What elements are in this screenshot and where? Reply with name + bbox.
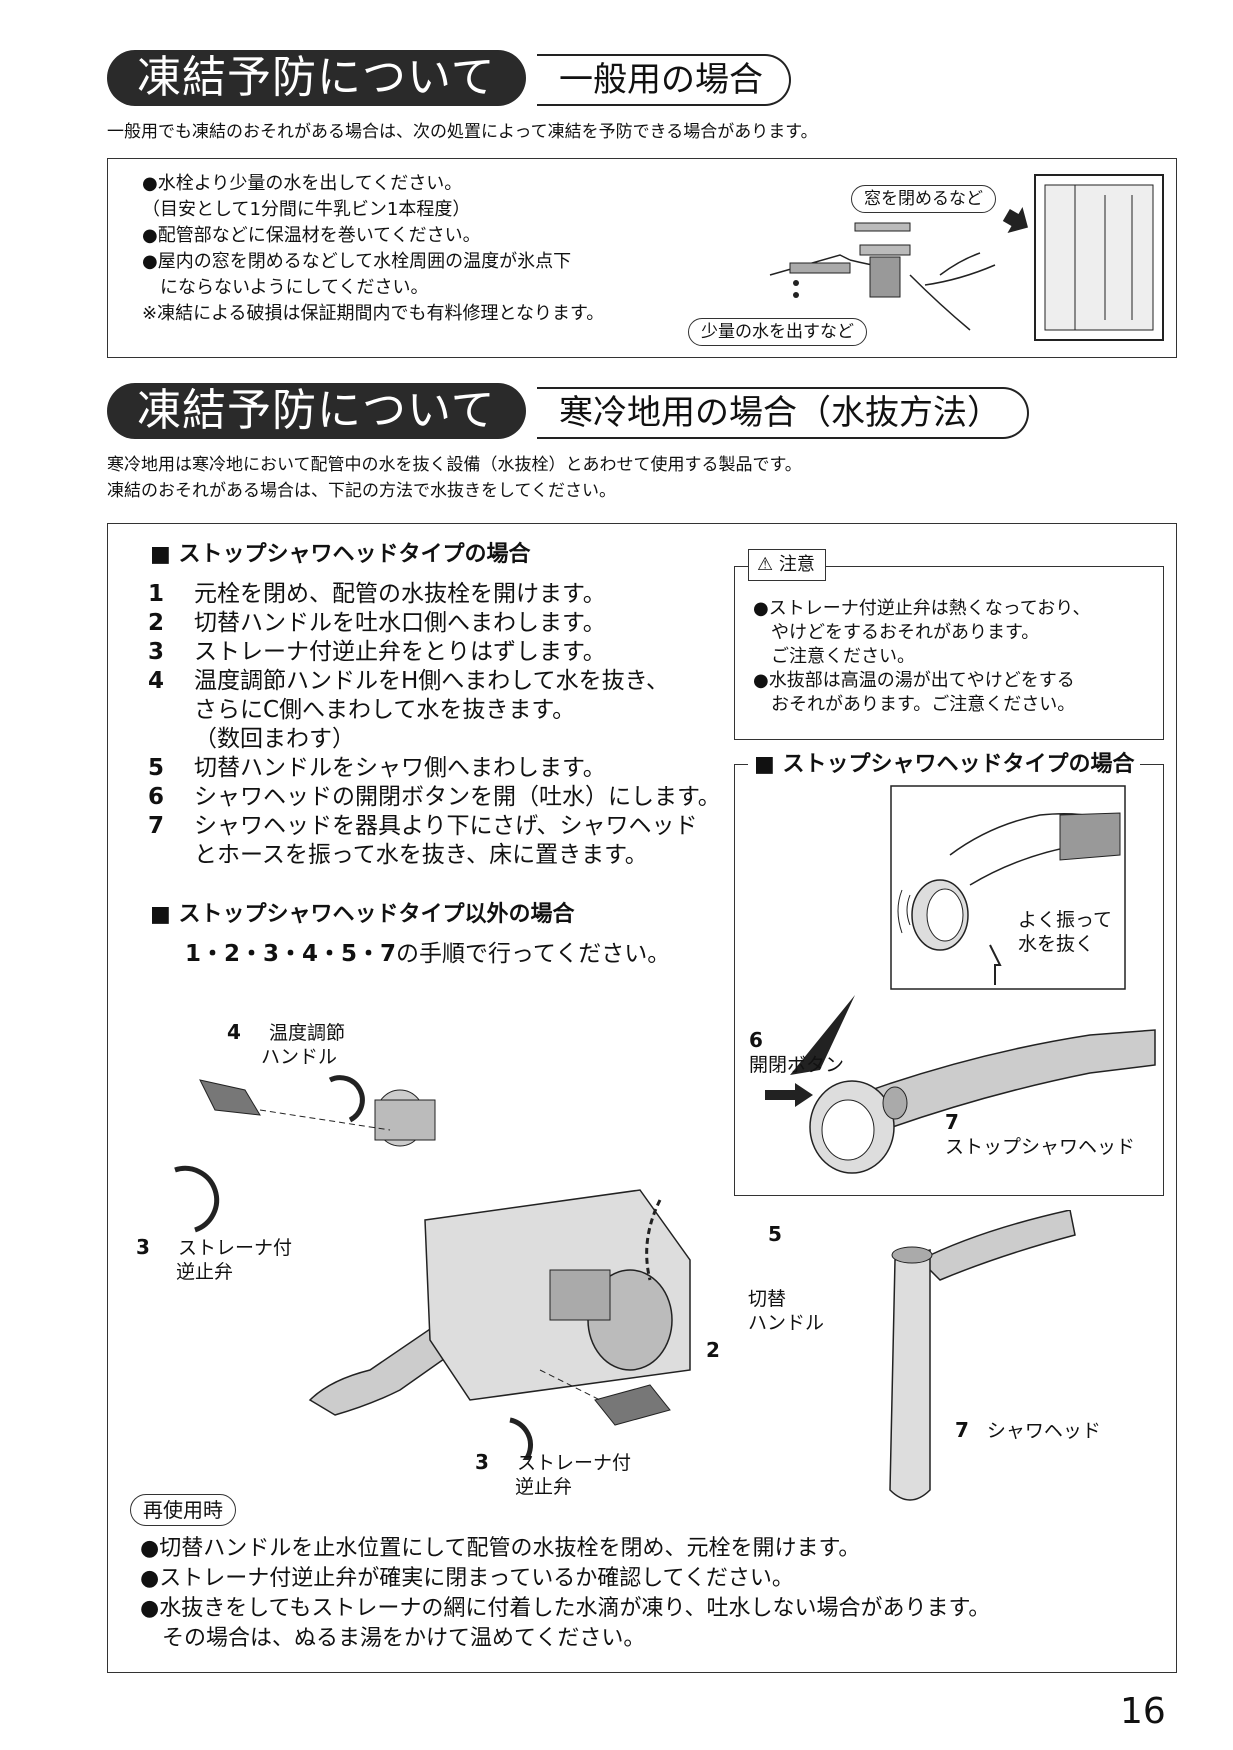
tag-small-water: 少量の水を出すなど bbox=[688, 318, 867, 346]
shower-head-floor-illustration bbox=[889, 1210, 1076, 1501]
step-item: とホースを振って水を抜き、床に置きます。 bbox=[194, 842, 648, 868]
caution-line: ●水抜部は高温の湯が出てやけどをする bbox=[753, 670, 1075, 691]
section1-intro: 一般用でも凍結のおそれがある場合は、次の処置によって凍結を予防できる場合がありま… bbox=[107, 122, 818, 142]
shake-label: よく振って 水を抜く bbox=[1018, 909, 1113, 955]
reuse-line: その場合は、ぬるま湯をかけて温めてください。 bbox=[140, 1626, 646, 1651]
section1-title: 凍結予防について bbox=[107, 50, 526, 106]
reuse-line: ●切替ハンドルを止水位置にして配管の水抜栓を閉め、元栓を開けます。 bbox=[140, 1536, 861, 1561]
faucet-illustration bbox=[174, 1075, 691, 1460]
label-open-close-button: 6 開閉ボタン bbox=[749, 1028, 845, 1076]
step-item: （数回まわす） bbox=[194, 726, 355, 752]
section1-box-text: ●水栓より少量の水を出してください。 （目安として1分間に牛乳ビン1本程度） ●… bbox=[142, 171, 604, 327]
section1-subtitle: 一般用の場合 bbox=[537, 54, 791, 106]
caution-tag: ⚠ 注意 bbox=[748, 549, 826, 581]
label-switch-handle: 切替 ハンドル bbox=[748, 1288, 825, 1334]
section1-box: ●水栓より少量の水を出してください。 （目安として1分間に牛乳ビン1本程度） ●… bbox=[107, 158, 1177, 358]
shake-inset-illustration bbox=[890, 785, 1126, 990]
label-stop-shower-head: 7 ストップシャワヘッド bbox=[945, 1110, 1136, 1158]
label-step-2: 2 bbox=[706, 1338, 720, 1362]
intro-line: 凍結のおそれがある場合は、下記の方法で水抜きをしてください。 bbox=[107, 481, 616, 501]
label-step-5: 5 bbox=[768, 1222, 782, 1246]
caution-line: おそれがあります。ご注意ください。 bbox=[753, 694, 1076, 715]
caution-text: ●ストレーナ付逆止弁は熱くなっており、 やけどをするおそれがあります。 ご注意く… bbox=[753, 597, 1091, 717]
other-type-steps: 1・2・3・4・5・7の手順で行ってください。 bbox=[185, 941, 671, 967]
caution-line: ご注意ください。 bbox=[753, 646, 915, 667]
right-panel-heading: ■ ストップシャワヘッドタイプの場合 bbox=[748, 750, 1141, 780]
caution-line: やけどをするおそれがあります。 bbox=[753, 622, 1040, 643]
label-temperature-handle: 4 温度調節 ハンドル bbox=[227, 1020, 345, 1068]
step-item: さらにC側へまわして水を抜きます。 bbox=[194, 697, 576, 723]
caution-box: ●ストレーナ付逆止弁は熱くなっており、 やけどをするおそれがあります。 ご注意く… bbox=[734, 566, 1164, 740]
box-line: ●水栓より少量の水を出してください。 bbox=[142, 173, 463, 194]
reuse-line: ●ストレーナ付逆止弁が確実に閉まっているか確認してください。 bbox=[140, 1566, 794, 1591]
reuse-tag: 再使用時 bbox=[130, 1494, 236, 1526]
faucet-window-illustration bbox=[769, 174, 1164, 341]
stop-shower-head-illustration bbox=[765, 995, 1156, 1174]
section2-box bbox=[107, 523, 1177, 1673]
section2-intro: 寒冷地用は寒冷地において配管中の水を抜く設備（水抜栓）とあわせて使用する製品です… bbox=[107, 452, 802, 504]
intro-line: 寒冷地用は寒冷地において配管中の水を抜く設備（水抜栓）とあわせて使用する製品です… bbox=[107, 455, 802, 475]
reuse-line: ●水抜きをしてもストレーナの網に付着した水滴が凍り、吐水しない場合があります。 bbox=[140, 1596, 991, 1621]
heading-stop-shower: ■ ストップシャワヘッドタイプの場合 bbox=[150, 542, 531, 567]
caution-line: ●ストレーナ付逆止弁は熱くなっており、 bbox=[753, 598, 1091, 619]
tag-close-window: 窓を閉めるなど bbox=[851, 185, 996, 213]
box-line: （目安として1分間に牛乳ビン1本程度） bbox=[142, 199, 471, 220]
section2-subtitle: 寒冷地用の場合（水抜方法） bbox=[537, 387, 1029, 439]
box-line: にならないようにしてください。 bbox=[142, 277, 429, 298]
label-strainer-valve-left: 3 ストレーナ付 逆止弁 bbox=[136, 1235, 292, 1283]
label-strainer-valve-bottom: 3 ストレーナ付 逆止弁 bbox=[475, 1450, 631, 1498]
box-line: ※凍結による破損は保証期間内でも有料修理となります。 bbox=[142, 303, 605, 324]
reuse-list: ●切替ハンドルを止水位置にして配管の水抜栓を閉め、元栓を開けます。 ●ストレーナ… bbox=[140, 1534, 990, 1654]
box-line: ●配管部などに保温材を巻いてください。 bbox=[142, 225, 481, 246]
page-number: 16 bbox=[1120, 1691, 1166, 1732]
section2-title: 凍結予防について bbox=[107, 383, 526, 439]
heading-other-type: ■ ストップシャワヘッドタイプ以外の場合 bbox=[150, 902, 575, 927]
warning-icon: ⚠ bbox=[757, 554, 774, 575]
box-line: ●屋内の窓を閉めるなどして水栓周囲の温度が氷点下 bbox=[142, 251, 572, 272]
